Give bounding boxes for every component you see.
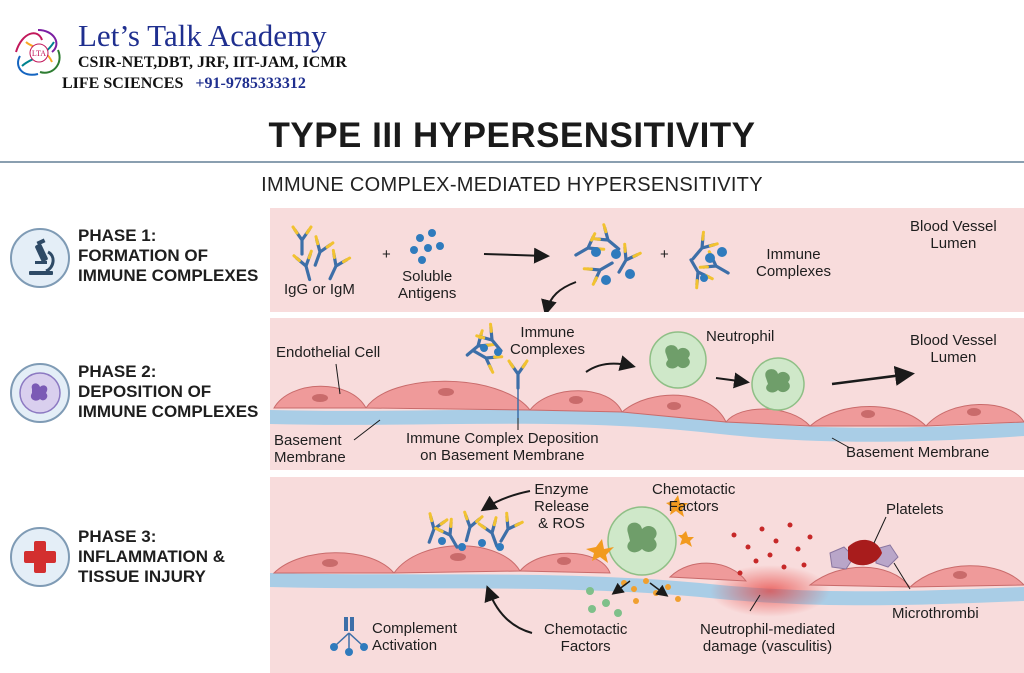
complex-label-line2: Complexes <box>756 263 832 280</box>
chemotactic-factors-top-label: Chemotactic Factors <box>652 481 735 515</box>
brand-subject: LIFE SCIENCES <box>62 75 184 92</box>
damage-line2: damage (vasculitis) <box>702 638 833 655</box>
complex-label-line1: Immune <box>766 246 821 263</box>
lumen2-line1: Blood Vessel <box>910 332 997 349</box>
neutrophil-cells <box>649 331 805 411</box>
immune-complex-small <box>681 230 735 290</box>
platelets-label: Platelets <box>886 501 944 518</box>
complex2-line1: Immune <box>520 324 575 341</box>
phase-2-title-line2: IMMUNE COMPLEXES <box>78 402 259 421</box>
lumen-label-line2: Lumen <box>930 235 977 252</box>
enzyme-release-label: Enzyme Release & ROS <box>534 481 589 532</box>
antigen-label-line2: Antigens <box>398 285 457 302</box>
endothelial-cell-label: Endothelial Cell <box>276 344 381 361</box>
lumen-label-2: Blood Vessel Lumen <box>910 332 997 366</box>
complement-dots <box>586 587 622 617</box>
activated-neutrophil <box>586 495 694 576</box>
brand-phone: +91-9785333312 <box>195 75 306 92</box>
complex2-line2: Complexes <box>510 341 586 358</box>
lumen-label: Blood Vessel Lumen <box>910 218 997 252</box>
complexes-on-membrane <box>419 510 524 554</box>
phase-3-number: PHASE 3: <box>78 527 157 546</box>
deposition-line2: on Basement Membrane <box>420 447 585 464</box>
microscope-icon <box>10 228 70 288</box>
microthrombi-cluster <box>829 539 899 570</box>
chemotactic-top-line1: Chemotactic <box>652 481 736 498</box>
chemotactic-top-line2: Factors <box>668 498 719 515</box>
basement-membrane-label-left: Basement Membrane <box>274 432 346 466</box>
brand-exams: CSIR-NET,DBT, JRF, IIT-JAM, ICMR <box>78 54 347 71</box>
plus-sign-1: + <box>382 246 391 263</box>
phase-1-label: PHASE 1: FORMATION OF IMMUNE COMPLEXES <box>78 226 278 286</box>
complement-line2: Activation <box>372 637 438 654</box>
phase-1-number: PHASE 1: <box>78 226 157 245</box>
basement-left-line2: Membrane <box>274 449 346 466</box>
logo-initials: LTA <box>32 49 46 58</box>
phase-1-title-line1: FORMATION OF <box>78 246 208 265</box>
academy-logo: LTA <box>8 22 70 84</box>
title-divider <box>0 161 1024 163</box>
deposition-line1: Immune Complex Deposition <box>406 430 599 447</box>
lumen-label-line1: Blood Vessel <box>910 218 997 235</box>
neutrophil-cell-icon <box>10 363 70 423</box>
phase-3-panel: Enzyme Release & ROS Chemotactic Factors… <box>270 477 1024 673</box>
complement-line1: Complement <box>372 620 458 637</box>
immune-complexes-label-2: Immune Complexes <box>510 324 585 358</box>
chemotactic-bottom-line1: Chemotactic <box>544 621 628 638</box>
main-title: TYPE III HYPERSENSITIVITY <box>268 116 756 155</box>
antibody-label: IgG or IgM <box>284 281 355 298</box>
complement-activation-label: Complement Activation <box>372 620 457 654</box>
antibody-group <box>291 225 352 285</box>
complement-activation-icon <box>330 617 368 656</box>
neutrophil-label: Neutrophil <box>706 328 775 345</box>
phase-2-title-line1: DEPOSITION OF <box>78 382 212 401</box>
enzyme-line1: Enzyme <box>534 481 589 498</box>
platelet-particles <box>731 522 813 576</box>
basement-membrane-3 <box>270 573 1024 606</box>
brand-name: Let’s Talk Academy <box>78 18 327 53</box>
basement-membrane-label-right: Basement Membrane <box>846 444 990 461</box>
immune-complex-lattice <box>569 223 642 286</box>
deposited-complexes <box>459 322 529 418</box>
phase-2-panel: Endothelial Cell Immune Complexes Neutro… <box>270 318 1024 470</box>
antigen-label-line1: Soluble <box>402 268 453 285</box>
red-cross-icon <box>10 527 70 587</box>
basement-left-line1: Basement <box>274 432 342 449</box>
phase-3-title-line2: TISSUE INJURY <box>78 567 206 586</box>
antigen-label: Soluble Antigens <box>398 268 456 302</box>
enzyme-line2: Release <box>534 498 590 515</box>
phase-3-label: PHASE 3: INFLAMMATION & TISSUE INJURY <box>78 527 278 587</box>
phase-2-number: PHASE 2: <box>78 362 157 381</box>
immune-complexes-label: Immune Complexes <box>756 246 831 280</box>
damage-line1: Neutrophil-mediated <box>700 621 836 638</box>
vasculitis-damage-label: Neutrophil-mediated damage (vasculitis) <box>700 621 835 655</box>
phase-3-title-line1: INFLAMMATION & <box>78 547 225 566</box>
basement-membrane <box>270 409 1024 442</box>
deposition-label: Immune Complex Deposition on Basement Me… <box>406 430 599 464</box>
lumen2-line2: Lumen <box>930 349 977 366</box>
soluble-antigens <box>410 229 444 264</box>
plus-sign-2: + <box>660 246 669 263</box>
subtitle: IMMUNE COMPLEX-MEDIATED HYPERSENSITIVITY <box>261 174 763 196</box>
phase-2-label: PHASE 2: DEPOSITION OF IMMUNE COMPLEXES <box>78 362 278 422</box>
phase-1-title-line2: IMMUNE COMPLEXES <box>78 266 259 285</box>
phase-1-panel: IgG or IgM + Soluble Antigens + Immune C… <box>270 208 1024 312</box>
brand-subject-line: LIFE SCIENCES +91-9785333312 <box>62 75 306 93</box>
microthrombi-label: Microthrombi <box>892 605 979 622</box>
chemotactic-factors-bottom-label: Chemotactic Factors <box>544 621 627 655</box>
chemotactic-bottom-line2: Factors <box>560 638 611 655</box>
enzyme-line3: & ROS <box>538 515 585 532</box>
